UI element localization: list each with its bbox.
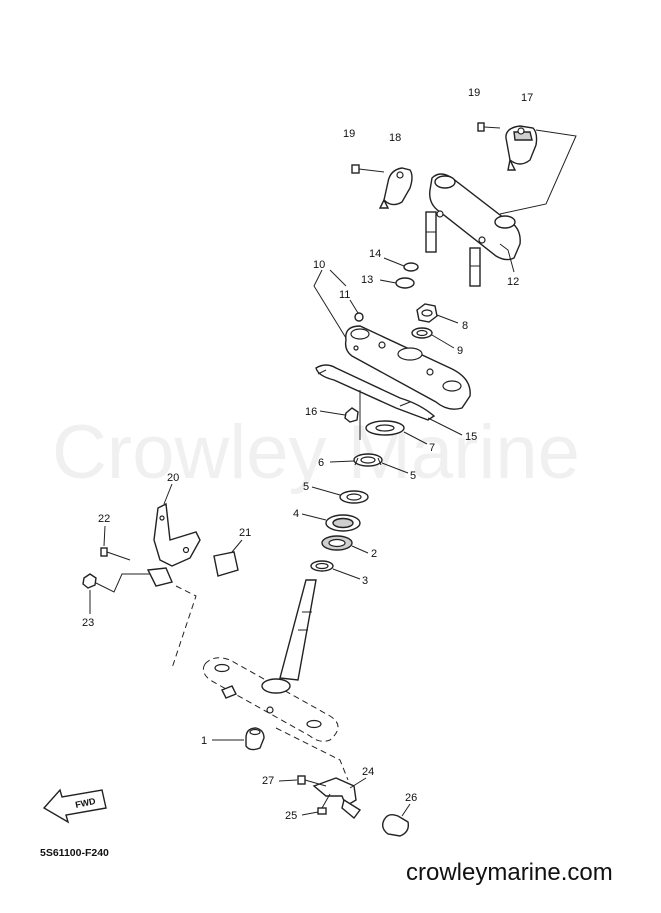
leader-27	[278, 779, 298, 782]
callout-21: 21	[239, 527, 251, 539]
bracket-line-10b	[329, 269, 347, 287]
plate-7	[365, 420, 405, 436]
leader-5a	[381, 462, 409, 474]
leader-22	[103, 525, 106, 547]
leader-7	[403, 431, 428, 445]
callout-16: 16	[305, 406, 317, 418]
callout-2: 2	[371, 548, 377, 560]
callout-19a: 19	[468, 87, 480, 99]
upper-bracket-10	[344, 325, 471, 410]
steering-stem	[279, 579, 317, 681]
leader-9	[431, 334, 455, 349]
leader-16	[319, 410, 346, 416]
callout-13: 13	[361, 274, 373, 286]
callout-7: 7	[429, 442, 435, 454]
bolt-22	[100, 547, 131, 561]
seal-3	[310, 560, 334, 572]
callout-10: 10	[313, 259, 325, 271]
leader-12	[499, 243, 515, 273]
leader-3	[332, 568, 361, 580]
callout-11: 11	[339, 289, 350, 301]
callout-19b: 19	[343, 128, 355, 140]
bracket-line-10	[313, 269, 347, 339]
callout-5a: 5	[410, 470, 416, 482]
upper-handlebar-holder-18	[378, 167, 413, 209]
leader-6	[329, 460, 355, 463]
callout-1: 1	[201, 735, 207, 747]
leader-5b	[311, 486, 341, 496]
leader-8	[436, 314, 459, 324]
leader-11	[349, 299, 359, 314]
leader-4	[301, 513, 327, 521]
leader-2	[351, 545, 369, 554]
callout-3: 3	[362, 575, 368, 587]
bracket-20	[146, 502, 201, 587]
callout-5b: 5	[303, 481, 309, 493]
leader-26	[401, 803, 411, 817]
leader-21	[231, 539, 243, 553]
callout-12: 12	[507, 276, 519, 288]
fwd-label: FWD	[74, 796, 97, 810]
callout-20: 20	[167, 472, 179, 484]
watermark-url: crowleymarine.com	[406, 859, 613, 886]
plate-21	[213, 551, 239, 577]
leader-24	[349, 777, 367, 789]
ring-nut-6	[353, 453, 383, 467]
leader-25	[301, 811, 319, 816]
upper-handlebar-holder-17	[505, 125, 538, 171]
nut-11	[354, 312, 364, 322]
callout-26: 26	[405, 792, 417, 804]
bearing-race-4	[325, 514, 361, 532]
washer-5	[339, 490, 369, 504]
nut-8	[416, 303, 438, 323]
leader-20	[163, 483, 173, 505]
leader-14	[383, 257, 405, 267]
fwd-arrow-icon: FWD	[42, 788, 107, 824]
leader-15	[427, 417, 463, 436]
washer-13	[395, 277, 415, 289]
bolt-27	[297, 775, 327, 787]
callout-23: 23	[82, 617, 94, 629]
watermark-large: Crowley Marine	[52, 410, 580, 495]
callout-27: 27	[262, 775, 274, 787]
nut-23	[82, 573, 97, 589]
callout-22: 22	[98, 513, 110, 525]
cap-nut-1	[245, 727, 265, 751]
callout-9: 9	[457, 345, 463, 357]
callout-8: 8	[462, 320, 468, 332]
diagram-code: 5S61100-F240	[40, 847, 109, 859]
callout-15: 15	[465, 431, 477, 443]
callout-24: 24	[362, 766, 374, 778]
handlebar-holder-12	[425, 173, 521, 287]
bolt-19-upper	[477, 122, 501, 132]
callout-6: 6	[318, 457, 324, 469]
callout-14: 14	[369, 248, 381, 260]
bracket-line-17-12	[499, 129, 577, 215]
lower-bracket	[202, 657, 339, 742]
leader-13	[379, 279, 397, 284]
bearing-2	[321, 535, 353, 551]
bolt-19-lower	[351, 164, 385, 174]
cap-26	[381, 813, 410, 837]
washer-14	[403, 262, 419, 272]
callout-4: 4	[293, 508, 299, 520]
callout-25: 25	[285, 810, 297, 822]
bolt-25	[317, 793, 331, 815]
nut-16	[344, 407, 359, 423]
callout-17: 17	[521, 92, 533, 104]
cable-guide-15	[315, 364, 436, 421]
callout-18: 18	[389, 132, 401, 144]
